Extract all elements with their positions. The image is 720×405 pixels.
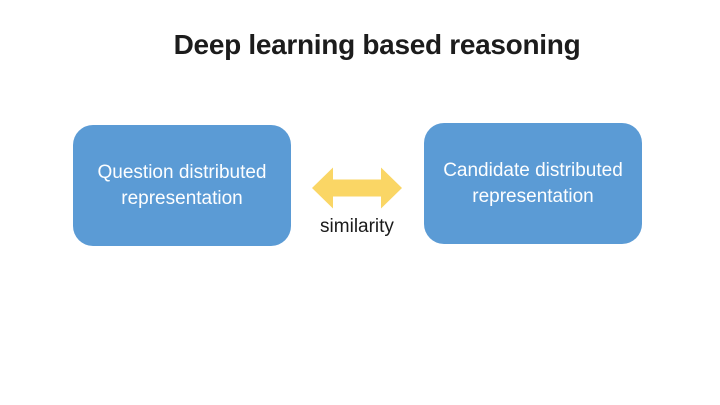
node-question-representation-label: Question distributed representation	[97, 161, 267, 209]
double-headed-arrow-shape	[312, 167, 402, 209]
double-headed-arrow-icon	[312, 167, 402, 209]
slide-title: Deep learning based reasoning	[173, 29, 581, 60]
similarity-label: similarity	[320, 216, 394, 237]
node-candidate-representation-label: Candidate distributed representation	[443, 159, 623, 207]
node-candidate-representation: Candidate distributed representation	[424, 123, 642, 244]
node-question-representation: Question distributed representation	[73, 125, 291, 246]
